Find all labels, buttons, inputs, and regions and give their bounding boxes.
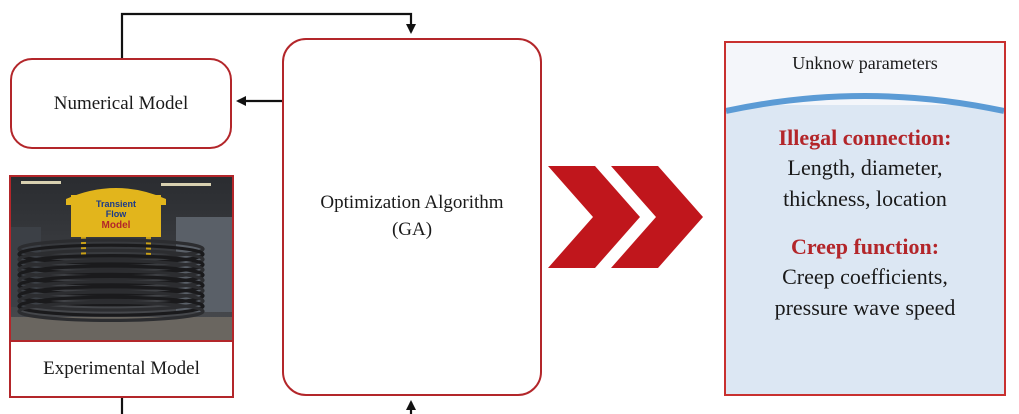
- pipe-coil-ring: [17, 259, 205, 281]
- pipe-coil-ring: [17, 274, 205, 297]
- photo-sign-text-3: Model: [102, 220, 131, 231]
- pipe-coil-ring: [17, 248, 205, 271]
- pipe-coil-ring: [17, 279, 205, 302]
- pipe-coil-ring: [17, 264, 205, 286]
- chevron-right: [611, 166, 703, 268]
- optimization-subtitle: (GA): [391, 219, 433, 240]
- parameters-body: Illegal connection: Length, diameter, th…: [726, 123, 1004, 323]
- optimization-algorithm-box: Optimization Algorithm (GA): [282, 38, 542, 396]
- illegal-connection-line-2: thickness, location: [783, 185, 947, 211]
- pipe-coil-ring: [17, 295, 205, 317]
- illegal-connection-heading: Illegal connection:: [778, 125, 952, 150]
- unknown-parameters-box: Unknow parameters Illegal connection: Le…: [724, 41, 1006, 396]
- section-gap: [726, 214, 1004, 232]
- experimental-model-label: Experimental Model: [43, 358, 200, 379]
- chevron-arrows: [548, 166, 703, 268]
- creep-function-heading: Creep function:: [790, 234, 940, 260]
- pipe-coil-ring: [17, 269, 205, 291]
- photo-sign-text-1: Transient: [96, 199, 136, 209]
- creep-function-line-1: Creep coefficients,: [782, 264, 948, 290]
- experimental-model-box: Transient Flow Model Experimental Model: [9, 175, 234, 398]
- pipe-coils: [17, 238, 205, 322]
- pipe-coil-ring: [17, 243, 205, 265]
- pipe-coil-ring: [17, 285, 205, 307]
- experimental-model-label-cell: Experimental Model: [11, 340, 232, 396]
- numerical-model-label: Numerical Model: [53, 92, 189, 114]
- wave-divider: [726, 87, 1004, 114]
- experimental-model-photo: Transient Flow Model: [11, 177, 232, 340]
- optimization-title: Optimization Algorithm: [320, 192, 504, 214]
- pipe-coil-ring: [17, 290, 205, 312]
- pipe-coil-ring: [17, 300, 205, 322]
- illegal-connection-line-1: Length, diameter,: [787, 155, 943, 181]
- creep-function-line-2: pressure wave speed: [774, 294, 956, 320]
- numerical-model-box: Numerical Model: [10, 58, 232, 149]
- chevron-left: [548, 166, 640, 268]
- photo-sign-text-2: Flow: [106, 209, 127, 219]
- parameters-title: Unknow parameters: [792, 53, 938, 73]
- pipe-coil-ring: [17, 238, 205, 260]
- top-feedback-line: [120, 12, 416, 58]
- pipe-coil-ring: [17, 253, 205, 276]
